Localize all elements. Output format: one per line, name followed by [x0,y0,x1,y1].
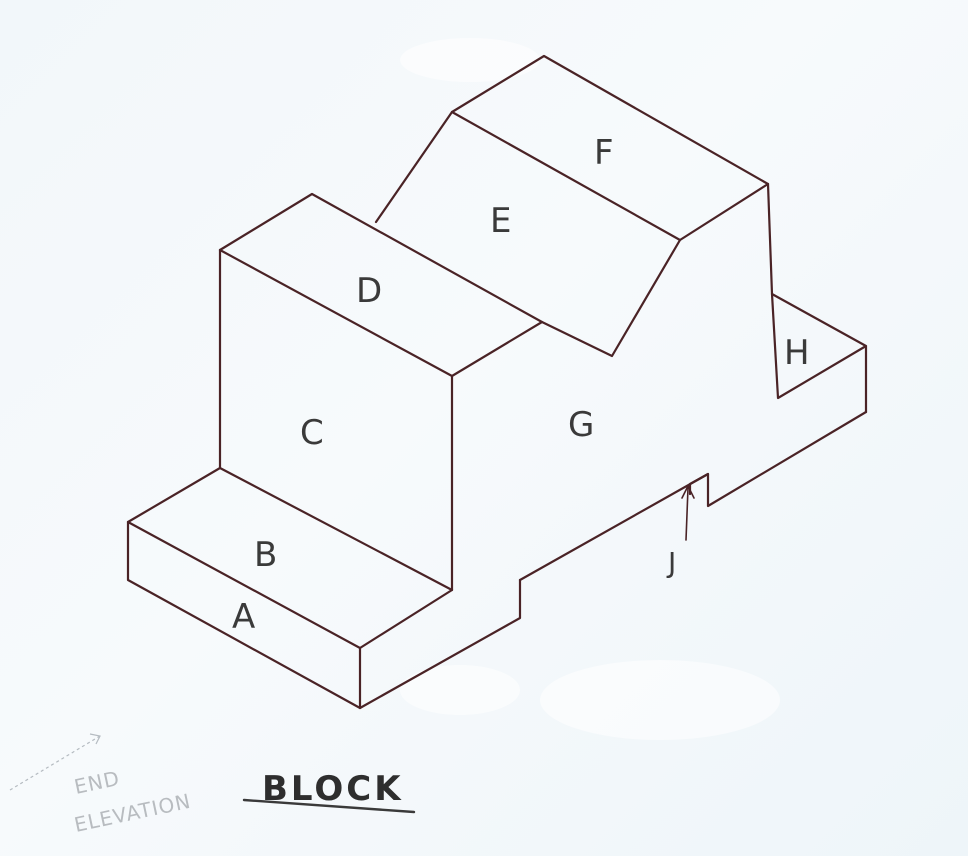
face-e-outline [374,110,682,358]
label-face-g: G [568,405,594,445]
label-face-h: H [784,333,810,373]
paper-smudge [400,38,540,82]
paper-smudge [540,660,780,740]
label-face-d: D [356,271,382,311]
label-face-c: C [300,413,324,453]
label-face-f: F [594,133,614,173]
right-back-edge [766,182,774,296]
label-face-b: B [254,535,277,575]
paper-smudge [400,665,520,715]
j-arrow-head [681,485,695,499]
title-underline [242,798,416,814]
face-g-bottom-edge [518,410,868,582]
j-notch-edge [688,472,710,496]
label-face-j: J [666,546,676,579]
j-leader-line [685,487,689,541]
face-d-outline [218,192,544,378]
face-f-outline [450,54,770,242]
face-h-outline [770,292,868,414]
end-elevation-line1: END [72,766,122,799]
label-face-a: A [232,597,255,637]
base-right-edge [358,578,522,710]
face-b-outline [126,466,454,650]
end-elevation-arrow-head [89,733,101,745]
label-face-e: E [490,201,511,241]
